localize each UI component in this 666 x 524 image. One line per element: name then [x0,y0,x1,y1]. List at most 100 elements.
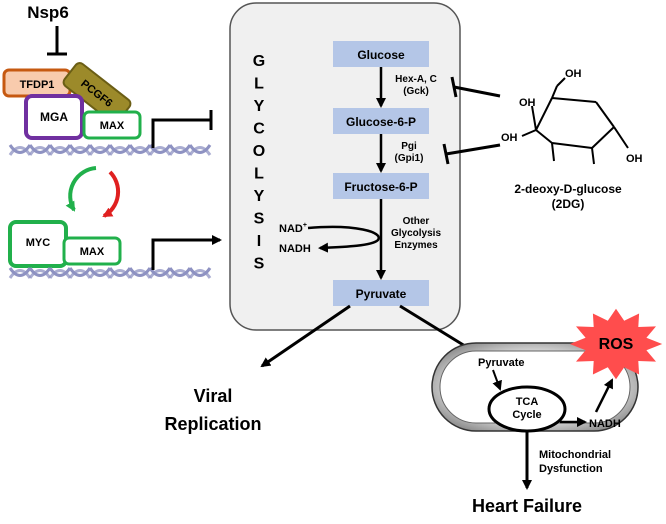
dna-strand-segment [168,144,192,154]
myc-label: MYC [26,237,51,249]
glycolysis-letter: I [257,233,261,250]
oh-label-1: OH [565,68,582,80]
pyruvate-label: Pyruvate [356,287,407,301]
dna-strand-segment [48,144,72,154]
dna-strand-segment [168,269,192,279]
green-switch-arrow [65,166,97,212]
glycolysis-letter: L [254,166,264,183]
ros-label: ROS [599,336,634,353]
glycolysis-letter: C [253,121,265,138]
mga-label: MGA [40,110,68,124]
dna-strand-segment [188,269,212,279]
tca-label: TCA [516,396,539,408]
red-switch-arrow [102,170,121,218]
mito-dysfunction-label-2: Dysfunction [539,463,603,475]
dna-helix-top [8,144,212,156]
nsp6-label: Nsp6 [27,3,69,22]
glycolysis-letter: S [254,211,265,228]
glycolysis-letter: G [253,53,265,70]
dna-strand-segment [28,144,52,154]
glycolysis-letter: S [254,256,265,273]
glycolysis-letter: Y [254,188,265,205]
dna-strand-segment [68,146,92,156]
dna-strand-segment [8,146,32,156]
dna-strand-segment [48,269,72,279]
dna-strand-segment [108,269,132,279]
glycolysis-letter: L [254,76,264,93]
pcgf6-protein: PCGF6 [62,62,132,124]
dna-helix-bottom [8,267,212,279]
myc-protein: MYC [8,220,68,268]
dna-strand-segment [48,146,72,156]
glucose-6-p-label: Glucose-6-P [346,115,416,129]
dna-strand-segment [128,146,152,156]
other-enzyme-label-2: Glycolysis [391,228,441,239]
glycolysis-panel [229,2,461,331]
other-enzyme-label-3: Enzymes [394,240,438,251]
fructose-6-p-box: Fructose-6-P [333,173,429,199]
dna-strand-segment [108,267,132,277]
dna-strand-segment [8,144,32,154]
dna-strand-segment [88,144,112,154]
nsp6-inhibition [47,26,67,56]
dna-strand-segment [8,267,32,277]
dna-strand-segment [8,269,32,279]
dna-strand-segment [88,269,112,279]
dna-strand-segment [128,144,152,154]
2dg-abbrev-label: (2DG) [552,197,585,211]
other-enzyme-label-1: Other [403,216,430,227]
nad-reduction-arrow [307,225,381,253]
dna-strand-segment [28,269,52,279]
dna-strand-segment [148,269,172,279]
dna-strand-segment [48,267,72,277]
pyruvate-box: Pyruvate [333,280,429,306]
heart-failure-label: Heart Failure [472,496,582,516]
2dg-name-label: 2-deoxy-D-glucose [514,182,622,196]
pyruvate-to-tca-arrow [492,369,502,391]
nadh-label: NADH [279,243,311,255]
viral-label: Viral [194,386,233,406]
dna-strand-segment [188,144,212,154]
dna-strand-segment [188,146,212,156]
dna-strand-segment [68,144,92,154]
mito-nadh-label: NADH [589,418,621,430]
mito-pyruvate-label: Pyruvate [478,357,524,369]
dna-strand-segment [108,146,132,156]
pgi-enzyme-label: Pgi [401,141,417,152]
glucose-6-p-box: Glucose-6-P [333,108,429,134]
gpi1-enzyme-label: (Gpi1) [395,153,424,164]
ros-burst-icon [569,308,663,380]
oh-label-4: OH [626,153,643,165]
dna-strand-segment [148,267,172,277]
max-protein-bottom: MAX [62,236,122,266]
gck-enzyme-label: (Gck) [403,86,429,97]
dna-strand-segment [88,146,112,156]
activation-to-glycolysis [151,235,222,270]
glycolysis-letter: Y [254,98,265,115]
max-protein-top: MAX [82,110,142,140]
dna-strand-segment [168,267,192,277]
tca-cycle-loop [487,385,567,433]
max-top-label: MAX [100,120,125,132]
repression-to-glycolysis [151,110,213,148]
2dg-structure [521,77,629,165]
2dg-inhibits-hexokinase [450,76,501,98]
mito-dysfunction-label-1: Mitochondrial [539,449,611,461]
nadh-to-ros-arrow [594,378,614,413]
oh-label-3: OH [501,132,518,144]
hex-enzyme-label: Hex-A, C [395,74,437,85]
dna-strand-segment [148,146,172,156]
tfdp1-protein: TFDP1 [2,68,72,98]
glycolysis-letter: O [253,143,265,160]
2dg-inhibits-pgi [442,143,501,165]
replication-label: Replication [164,414,261,434]
mga-protein: MGA [24,94,84,140]
glucose-box: Glucose [333,41,429,67]
arrow-to-viral-replication [260,304,351,368]
glucose-label: Glucose [357,48,405,62]
dna-strand-segment [128,269,152,279]
dna-strand-segment [68,267,92,277]
tfdp1-label: TFDP1 [20,79,55,91]
